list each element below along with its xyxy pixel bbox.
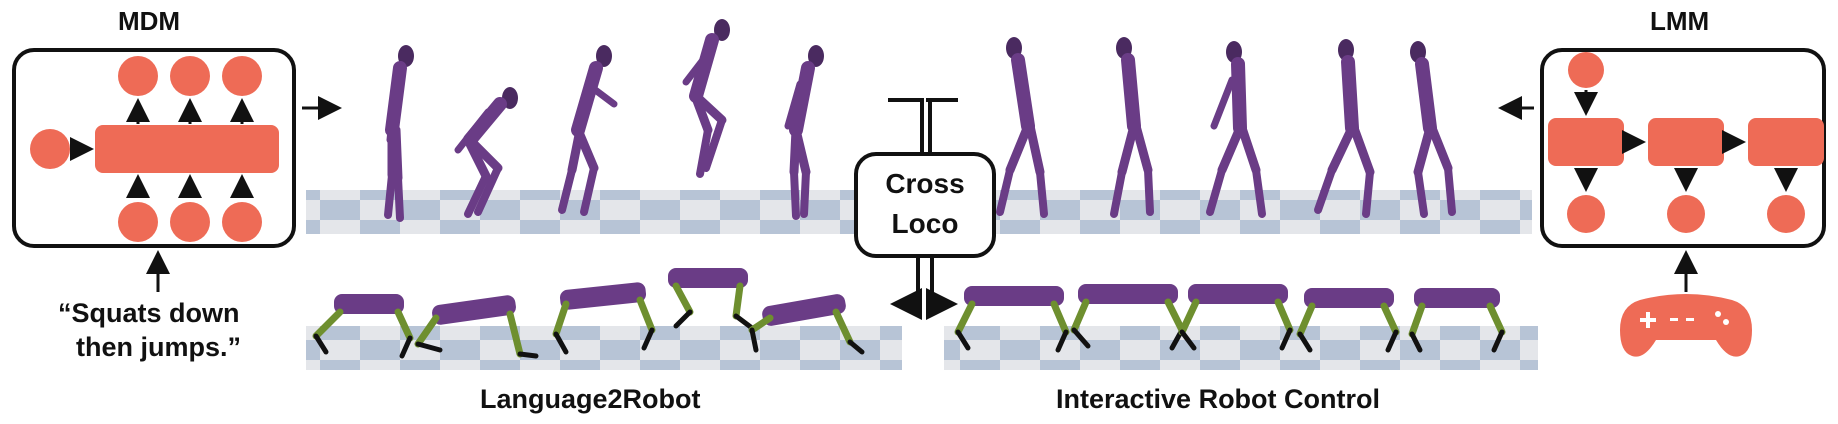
lmm-output-token [1667,195,1705,233]
mdm-condition-token [30,129,70,169]
quadruped-robot [954,286,1070,353]
mdm-output-token [170,56,210,96]
quadruped-robot [1296,288,1400,353]
quadruped-robot [1070,284,1186,351]
quadruped-robot [414,295,539,359]
human-figure [1410,41,1456,218]
gamepad-icon [1620,294,1752,357]
lmm-title: LMM [1650,6,1710,36]
mdm-output-token [118,56,158,96]
mdm-input-token [170,202,210,242]
robot-motion-sequence-right [954,284,1506,353]
lmm-output-token [1567,195,1605,233]
robot-motion-sequence-left [312,268,865,359]
interactive-control-caption: Interactive Robot Control [1056,384,1381,414]
crossloco-label-line1: Cross [885,168,965,199]
human-motion-sequence-right [996,37,1456,218]
mdm-diagram [12,48,342,292]
mdm-input-token [222,202,262,242]
human-motion-sequence-left [384,19,824,222]
lmm-start-token [1568,52,1604,88]
human-figure [784,45,824,220]
human-figure [1206,41,1266,218]
quadruped-robot [748,294,865,355]
quadruped-robot [668,268,755,331]
human-figure [558,45,618,216]
human-figure [454,87,518,218]
quadruped-robot [1178,284,1294,351]
human-figure [1110,37,1154,218]
floor-robot-left [306,326,902,370]
lmm-diagram [1498,48,1826,292]
lmm-step-block [1748,118,1824,166]
text-prompt-line2: then jumps.” [76,332,242,362]
human-figure [682,19,730,178]
lmm-step-block [1548,118,1624,166]
crossloco-label-line2: Loco [891,208,959,239]
mdm-input-token [118,202,158,242]
quadruped-robot [552,282,656,355]
mdm-transformer-block [95,125,279,173]
quadruped-robot [1408,288,1506,353]
lmm-output-token [1767,195,1805,233]
human-figure [384,45,414,222]
human-figure [1314,39,1375,218]
crossloco-module [854,98,996,320]
mdm-title: MDM [118,6,181,36]
lmm-step-block [1648,118,1724,166]
quadruped-robot [312,294,414,359]
mdm-output-token [222,56,262,96]
crossloco-box [854,152,996,258]
text-prompt-line1: “Squats down [58,298,240,328]
human-figure [996,37,1048,218]
language2robot-caption: Language2Robot [480,384,701,414]
floor-robot-right [944,326,1538,370]
